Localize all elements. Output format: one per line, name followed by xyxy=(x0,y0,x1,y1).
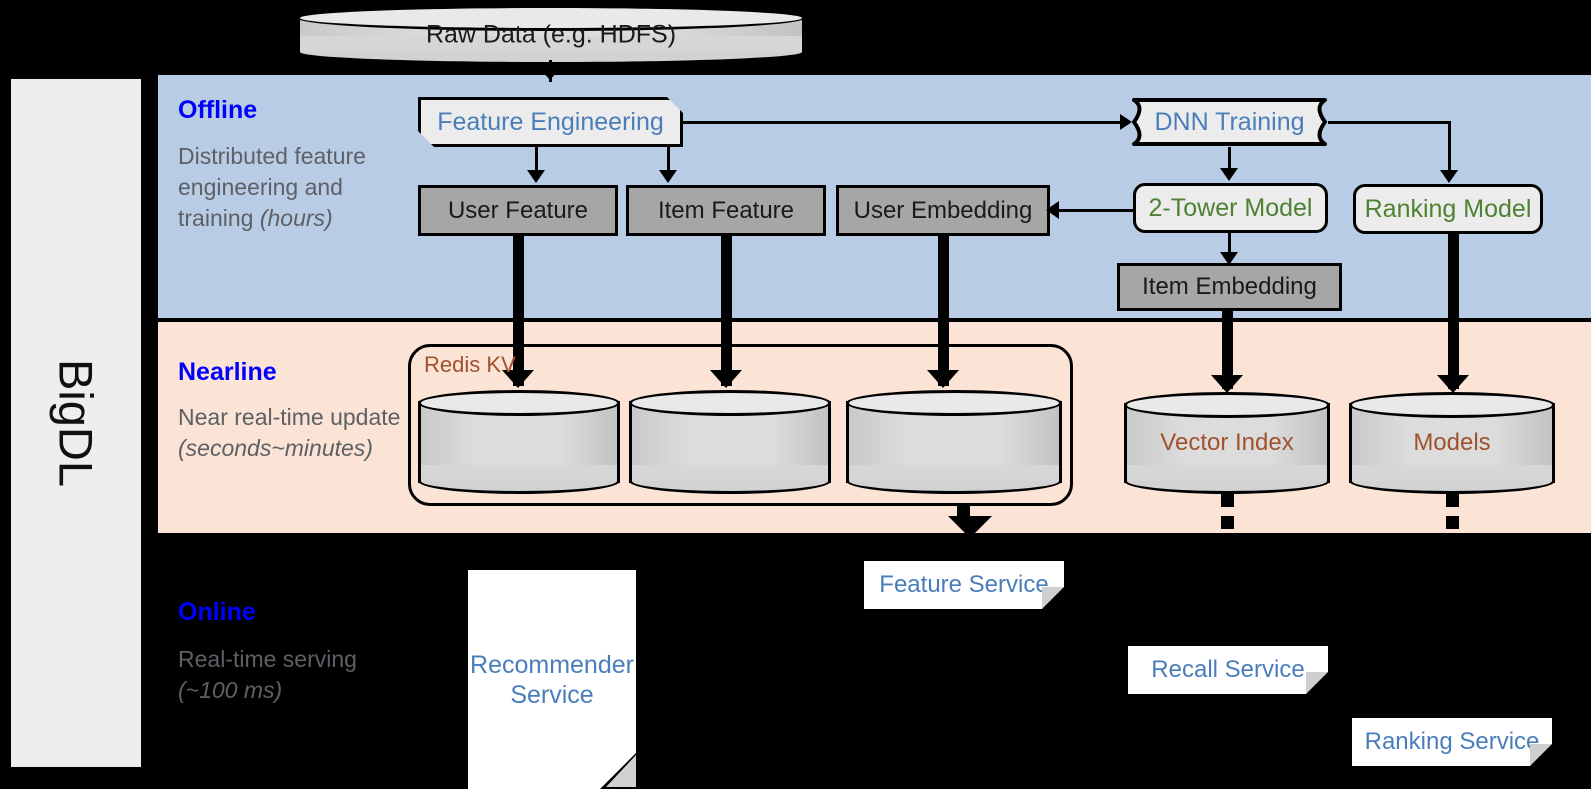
service-feature[interactable]: Feature Service xyxy=(864,561,1064,609)
dnn-training-label: DNN Training xyxy=(1154,107,1305,136)
edge-dnn-2tower-arrow xyxy=(1220,168,1238,181)
store-vector-index-label: Vector Index xyxy=(1160,429,1294,456)
feature-service-label: Feature Service xyxy=(879,570,1049,598)
edge-fe-itemfeature-arrow xyxy=(659,170,677,183)
recommender-service-label: Recommender Service xyxy=(470,650,634,709)
item-feature-label: Item Feature xyxy=(657,196,795,224)
item-embedding-label: Item Embedding xyxy=(1142,273,1317,301)
node-2tower-model[interactable]: 2-Tower Model xyxy=(1133,183,1328,233)
edge-rankingmodel-models xyxy=(1448,234,1459,389)
online-desc-text: Real-time serving xyxy=(178,646,357,672)
redis-kv-container[interactable] xyxy=(408,344,1073,506)
edge-itemembedding-vectorindex xyxy=(1222,311,1233,389)
edge-redis-featureservice-arrow xyxy=(948,516,992,538)
node-feature-engineering[interactable]: Feature Engineering xyxy=(418,97,683,147)
store-vector-index-top xyxy=(1124,392,1330,418)
store-user-feature-top xyxy=(418,390,620,416)
node-user-embedding[interactable]: User Embedding xyxy=(836,185,1050,236)
dnn-training-shape xyxy=(1132,98,1327,146)
store-vector-index[interactable]: Vector Index xyxy=(1124,392,1330,494)
edge-rankingmodel-models-arrow xyxy=(1437,375,1469,393)
edge-itemfeature-store xyxy=(721,236,732,386)
raw-data-capmask xyxy=(300,36,802,52)
online-description: Real-time serving (~100 ms) xyxy=(178,644,408,706)
edge-models-ranking-stub2 xyxy=(1446,516,1459,529)
edge-2tower-itemembedding xyxy=(1228,233,1231,259)
bigdl-label: BigDL xyxy=(49,358,103,488)
store-item-feature-top xyxy=(629,390,831,416)
edge-2tower-userembedding xyxy=(1058,209,1133,212)
service-ranking[interactable]: Ranking Service xyxy=(1352,718,1552,766)
node-item-feature[interactable]: Item Feature xyxy=(626,185,826,236)
store-user-embedding-capmask xyxy=(849,465,1059,481)
edge-userfeature-store xyxy=(513,236,524,386)
store-vector-index-capmask xyxy=(1127,465,1327,481)
edge-rawdata-fe-arrow xyxy=(534,62,566,80)
edge-dnn-ranking-v xyxy=(1448,121,1451,177)
edge-fe-dnn-arrow xyxy=(1120,114,1132,130)
store-models[interactable]: Models xyxy=(1349,392,1555,494)
user-feature-label: User Feature xyxy=(447,196,589,224)
edge-fe-itemfeature xyxy=(667,147,670,177)
edge-userfeature-store-arrow xyxy=(502,370,534,388)
node-user-feature[interactable]: User Feature xyxy=(418,185,618,236)
store-item-feature-capmask xyxy=(632,465,828,481)
raw-data-top xyxy=(297,5,805,31)
store-user-feature-capmask xyxy=(421,465,617,481)
edge-itemfeature-store-arrow xyxy=(710,370,742,388)
store-models-capmask xyxy=(1352,465,1552,481)
2tower-model-label: 2-Tower Model xyxy=(1148,193,1313,222)
edge-fe-userfeature-arrow xyxy=(527,170,545,183)
online-title: Online xyxy=(178,598,256,626)
service-recall[interactable]: Recall Service xyxy=(1128,646,1328,694)
store-user-embedding[interactable] xyxy=(846,390,1062,494)
node-dnn-training[interactable]: DNN Training xyxy=(1131,97,1328,147)
raw-data-store[interactable]: Raw Data (e.g. HDFS) xyxy=(297,5,805,65)
recommender-page-fold-icon xyxy=(600,753,636,789)
edge-vectorindex-recall-stub2 xyxy=(1221,516,1234,529)
nearline-desc-em: (seconds~minutes) xyxy=(178,435,373,462)
recall-service-label: Recall Service xyxy=(1151,655,1305,683)
ranking-service-label: Ranking Service xyxy=(1364,727,1540,755)
service-recommender[interactable]: Recommender Service xyxy=(468,570,636,789)
ranking-service-fold-icon xyxy=(1530,744,1552,766)
node-item-embedding[interactable]: Item Embedding xyxy=(1117,263,1342,311)
offline-desc-em: (hours) xyxy=(259,205,333,232)
edge-fe-dnn xyxy=(683,121,1123,124)
nearline-title: Nearline xyxy=(178,358,277,386)
offline-desc-text: Distributed feature engineering and trai… xyxy=(178,143,366,232)
edge-redis-featureservice-stub xyxy=(957,504,970,517)
store-models-label: Models xyxy=(1413,429,1491,456)
online-desc-em: (~100 ms) xyxy=(178,677,283,704)
edge-dnn-ranking-arrow xyxy=(1440,170,1458,183)
edge-models-ranking-stub1 xyxy=(1446,494,1459,507)
edge-2tower-itemembedding-arrow xyxy=(1220,252,1238,265)
store-item-feature[interactable] xyxy=(629,390,831,494)
feature-engineering-label: Feature Engineering xyxy=(437,107,664,136)
nearline-description: Near real-time update (seconds~minutes) xyxy=(178,402,418,464)
edge-itemembedding-vectorindex-arrow xyxy=(1211,375,1243,393)
edge-userembedding-store-arrow xyxy=(927,370,959,388)
node-ranking-model[interactable]: Ranking Model xyxy=(1353,184,1543,234)
offline-title: Offline xyxy=(178,96,258,124)
store-user-feature[interactable] xyxy=(418,390,620,494)
edge-2tower-userembedding-arrow xyxy=(1046,201,1059,219)
store-models-top xyxy=(1349,392,1555,418)
edge-fe-userfeature xyxy=(535,147,538,177)
store-user-embedding-top xyxy=(846,390,1062,416)
edge-dnn-2tower xyxy=(1228,147,1231,175)
ranking-model-label: Ranking Model xyxy=(1364,194,1532,223)
edge-dnn-ranking-h xyxy=(1328,121,1451,124)
offline-description: Distributed feature engineering and trai… xyxy=(178,141,408,234)
raw-data-label: Raw Data (e.g. HDFS) xyxy=(425,20,677,49)
edge-vectorindex-recall-stub1 xyxy=(1221,494,1234,507)
feature-service-fold-icon xyxy=(1042,587,1064,609)
bigdl-rail: BigDL xyxy=(8,76,144,770)
recall-service-fold-icon xyxy=(1306,672,1328,694)
edge-userembedding-store xyxy=(938,236,949,386)
nearline-desc-text: Near real-time update xyxy=(178,404,401,430)
redis-kv-label: Redis KV xyxy=(424,352,516,377)
user-embedding-label: User Embedding xyxy=(853,196,1033,224)
